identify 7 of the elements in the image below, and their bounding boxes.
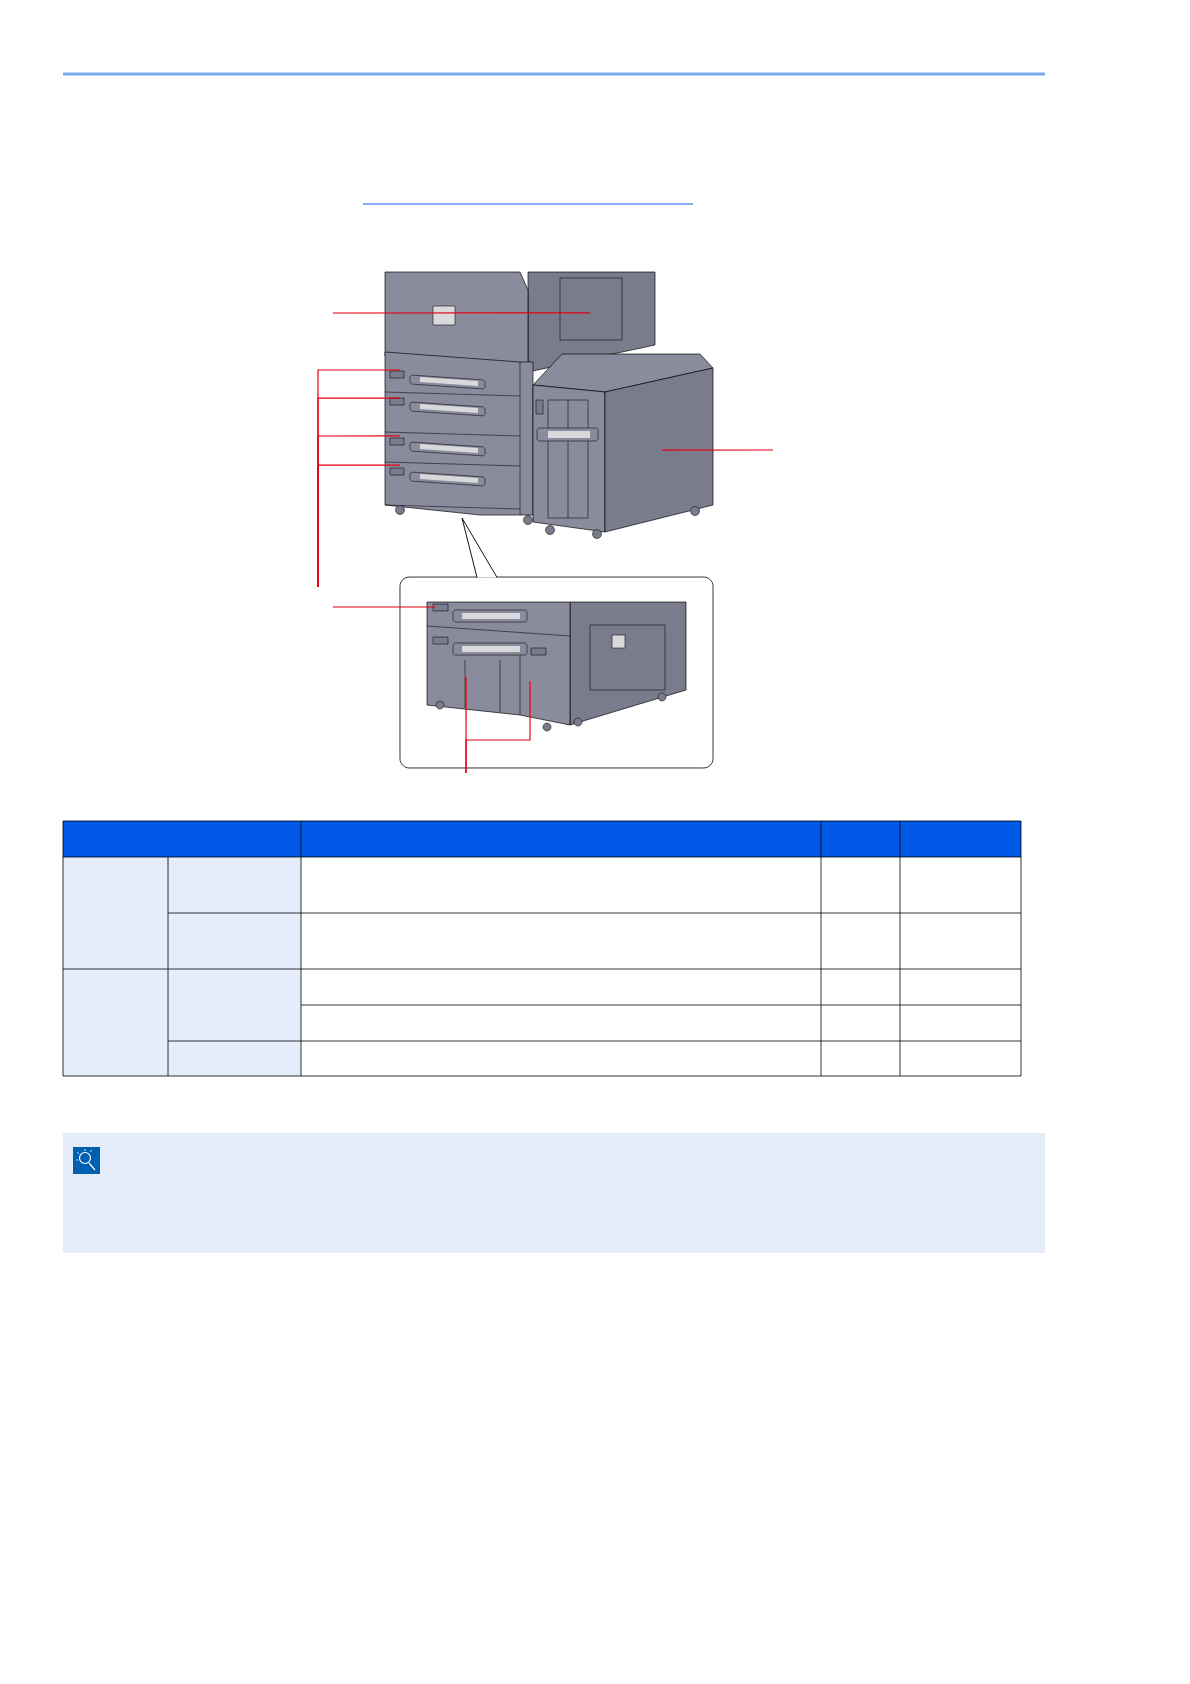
printer-drawing [384,271,714,539]
leader-line [332,606,436,608]
leader-line [332,312,591,314]
printer-drawing [426,601,687,732]
leader-line [317,464,401,588]
leader-line [465,680,531,774]
leader-line [661,449,774,451]
